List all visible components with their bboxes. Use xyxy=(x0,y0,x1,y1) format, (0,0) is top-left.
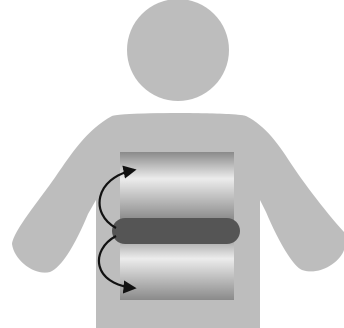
head-silhouette xyxy=(127,0,229,101)
chest-strap xyxy=(112,218,240,244)
